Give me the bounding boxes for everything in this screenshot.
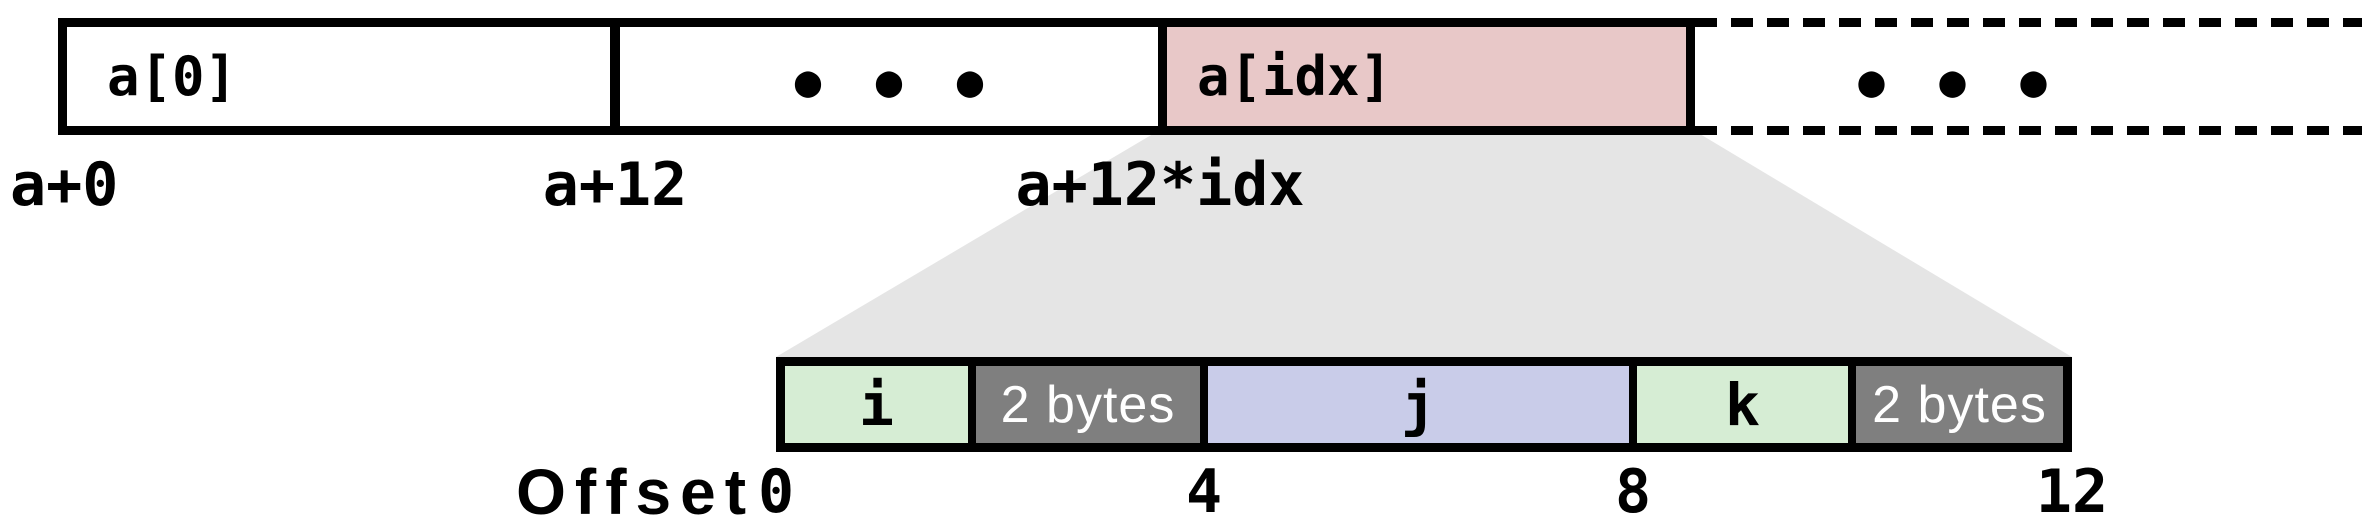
struct-field-i: i bbox=[785, 366, 976, 443]
array-continuation-region: ● ● ● bbox=[1695, 18, 2210, 135]
struct-padding-2: 2 bytes bbox=[1856, 366, 2063, 443]
struct-field-i-label: i bbox=[859, 370, 894, 439]
address-label-a12idx: a+12*idx bbox=[1015, 150, 1305, 220]
offset-tick-8: 8 bbox=[1614, 457, 1652, 527]
address-label-a0: a+0 bbox=[10, 150, 119, 220]
array-cell-ellipsis: ● ● ● bbox=[611, 18, 1167, 135]
struct-field-j-label: j bbox=[1401, 370, 1436, 439]
offset-tick-0: 0 bbox=[757, 457, 795, 527]
struct-field-k: k bbox=[1637, 366, 1856, 443]
address-label-a12: a+12 bbox=[542, 150, 688, 220]
ellipsis-dots: ● ● ● bbox=[794, 55, 984, 107]
offset-tick-12: 12 bbox=[2035, 457, 2109, 527]
dashed-border-top bbox=[1695, 18, 2362, 27]
struct-padding-1: 2 bytes bbox=[976, 366, 1208, 443]
offset-title: Offset bbox=[516, 456, 755, 528]
ellipsis-dots: ● ● ● bbox=[1858, 55, 2047, 107]
struct-padding-1-label: 2 bytes bbox=[1000, 375, 1176, 434]
struct-layout-row: i 2 bytes j k 2 bytes bbox=[776, 357, 2072, 452]
zoom-projection-shape bbox=[776, 131, 2072, 357]
struct-field-k-label: k bbox=[1725, 370, 1760, 439]
array-cell-a0: a[0] bbox=[58, 18, 619, 135]
dashed-border-bottom bbox=[1695, 126, 2362, 135]
offset-tick-4: 4 bbox=[1185, 457, 1223, 527]
array-cell-a0-label: a[0] bbox=[107, 44, 238, 108]
array-cell-aidx-label: a[idx] bbox=[1197, 44, 1393, 108]
struct-field-j: j bbox=[1208, 366, 1637, 443]
array-cell-aidx: a[idx] bbox=[1158, 18, 1695, 135]
struct-padding-2-label: 2 bytes bbox=[1872, 375, 2047, 434]
